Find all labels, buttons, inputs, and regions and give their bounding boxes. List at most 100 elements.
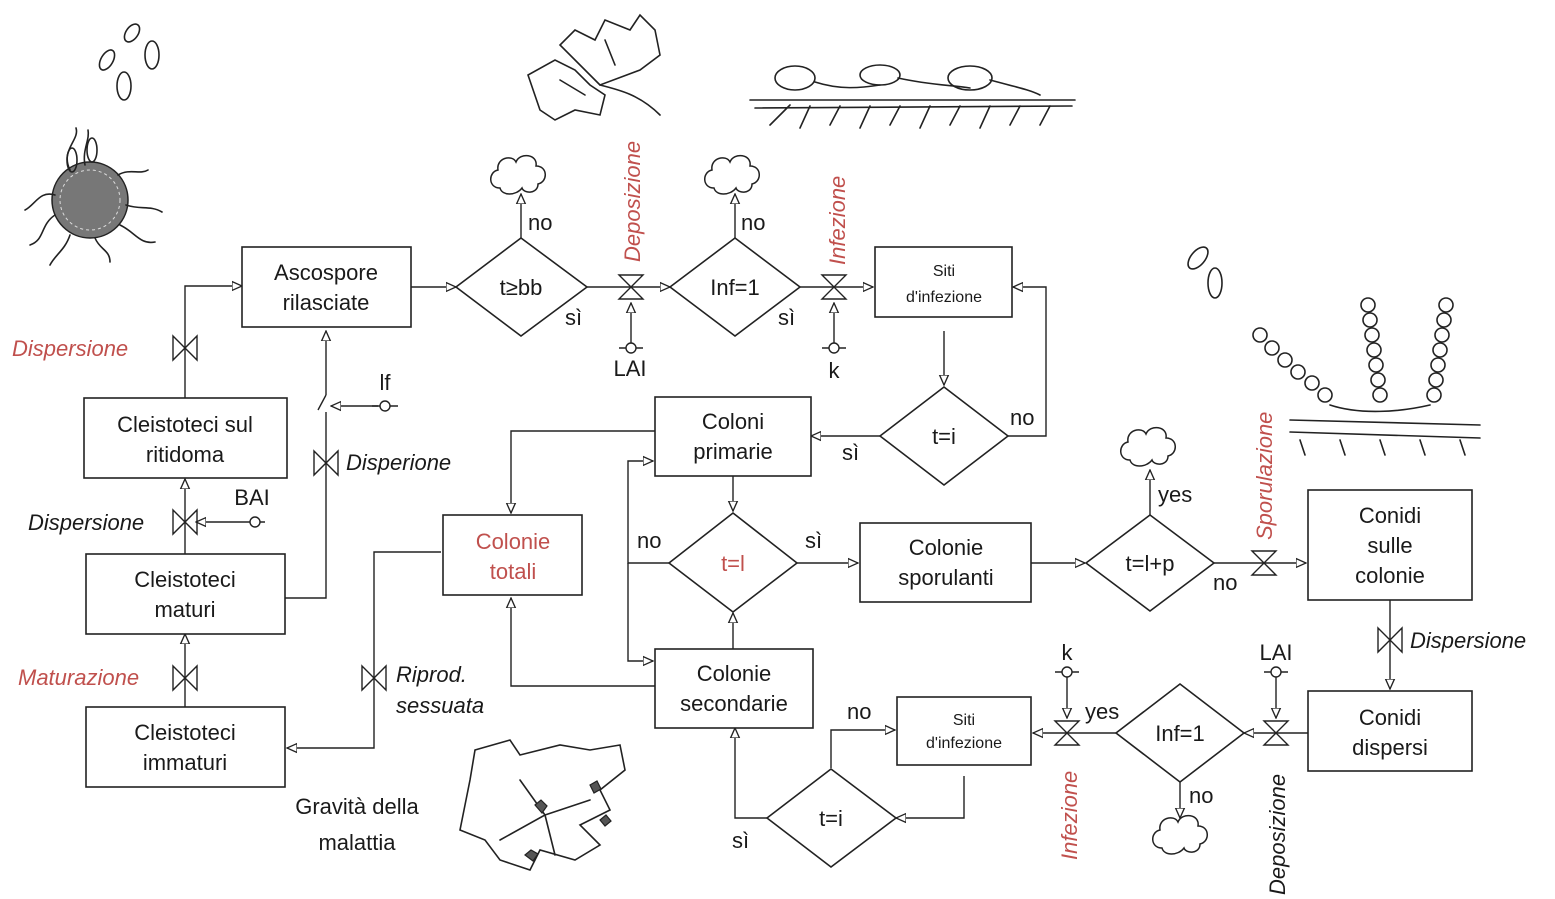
label-sporulazione: Sporulazione [1252, 412, 1277, 540]
node-ascospore: Ascospore rilasciate [241, 246, 412, 328]
edge-label-no: no [847, 699, 871, 724]
svg-text:Coloni: Coloni [702, 409, 764, 434]
svg-text:maturi: maturi [154, 597, 215, 622]
decision-bb: t≥bb [454, 237, 589, 337]
cloud-icon [1152, 814, 1208, 855]
cloud-icon [490, 154, 546, 195]
input-lf: lf [380, 370, 392, 395]
svg-text:Colonie: Colonie [909, 535, 984, 560]
cloud-icon [704, 154, 760, 195]
leaf-surface-sketch [749, 64, 1076, 129]
label-deposizione: Deposizione [1265, 774, 1290, 895]
input-bai: BAI [234, 485, 269, 510]
svg-text:d'infezione: d'infezione [926, 735, 1002, 752]
cleistothecium-sketch [24, 127, 163, 266]
edge-label-no: no [1010, 405, 1034, 430]
svg-text:rilasciate: rilasciate [283, 290, 370, 315]
svg-text:t=l+p: t=l+p [1126, 551, 1175, 576]
label-deposizione: Deposizione [620, 141, 645, 262]
node-conidi-colonie: Conidi sulle colonie [1307, 489, 1473, 601]
svg-text:colonie: colonie [1355, 563, 1425, 588]
svg-text:Colonie: Colonie [697, 661, 772, 686]
input-k: k [829, 358, 841, 383]
process-valves [172, 274, 1403, 746]
svg-text:d'infezione: d'infezione [906, 289, 982, 306]
edge-label-no: no [637, 528, 661, 553]
label-dispersione: Dispersione [12, 336, 128, 361]
svg-text:Conidi: Conidi [1359, 503, 1421, 528]
connectors [185, 194, 1390, 818]
process-labels: Dispersione Dispersione Maturazione Disp… [12, 141, 1526, 895]
label-riprod: Riprod. [396, 662, 467, 687]
input-k: k [1062, 640, 1074, 665]
input-lai: LAI [613, 356, 646, 381]
caption: Gravità della malattia [295, 794, 419, 855]
svg-text:Siti: Siti [953, 712, 975, 729]
edge-label-no: no [1189, 783, 1213, 808]
label-infezione: Infezione [1057, 771, 1082, 860]
decision-inf-top: Inf=1 [668, 236, 802, 338]
node-colonie-totali: Colonie totali [442, 514, 583, 596]
edge-label-no: no [528, 210, 552, 235]
svg-text:sporulanti: sporulanti [898, 565, 993, 590]
svg-text:ritidoma: ritidoma [146, 442, 225, 467]
node-cleistoteci-ritidoma: Cleistoteci sul ritidoma [83, 397, 288, 479]
node-conidi-dispersi: Conidi dispersi [1307, 690, 1473, 772]
svg-text:t=i: t=i [932, 424, 956, 449]
edge-label-yes: yes [1158, 482, 1192, 507]
svg-text:Cleistoteci: Cleistoteci [134, 567, 235, 592]
label-dispersione: Dispersione [1410, 628, 1526, 653]
node-siti-bottom: Siti d'infezione [896, 696, 1032, 766]
svg-text:Gravità della: Gravità della [295, 794, 419, 819]
svg-text:Colonie: Colonie [476, 529, 551, 554]
decision-inf-bottom: Inf=1 [1114, 682, 1246, 784]
node-colonie-sporulanti: Colonie sporulanti [859, 522, 1032, 603]
svg-text:Conidi: Conidi [1359, 705, 1421, 730]
input-lai: LAI [1259, 640, 1292, 665]
edge-label-yes: yes [1085, 699, 1119, 724]
edge-label-no: no [741, 210, 765, 235]
svg-text:Inf=1: Inf=1 [1155, 721, 1205, 746]
label-riprod: sessuata [396, 693, 484, 718]
svg-text:malattia: malattia [318, 830, 396, 855]
edge-label-si: sì [842, 440, 859, 465]
svg-text:t=l: t=l [721, 551, 745, 576]
svg-text:Inf=1: Inf=1 [710, 275, 760, 300]
conidia-sketch [1187, 246, 1223, 299]
node-cleistoteci-maturi: Cleistoteci maturi [85, 553, 286, 635]
svg-text:immaturi: immaturi [143, 750, 227, 775]
edge-label-si: sì [805, 528, 822, 553]
svg-text:t=i: t=i [819, 806, 843, 831]
decision-tlp: t=l+p [1084, 514, 1216, 612]
node-siti-top: Siti d'infezione [874, 246, 1013, 318]
node-colonie-secondarie: Colonie secondarie [654, 648, 814, 729]
edge-label-si: sì [732, 828, 749, 853]
input-labels: LAI k lf BAI LAI k [234, 356, 1292, 665]
edge-label-no: no [1213, 570, 1237, 595]
conidiophores-sketch [1252, 297, 1481, 456]
svg-text:Ascospore: Ascospore [274, 260, 378, 285]
label-disperione: Disperione [346, 450, 451, 475]
svg-text:totali: totali [490, 559, 536, 584]
svg-text:primarie: primarie [693, 439, 772, 464]
edge-label-si: sì [778, 305, 795, 330]
svg-text:Cleistoteci sul: Cleistoteci sul [117, 412, 253, 437]
ascospores-sketch [98, 23, 160, 101]
label-maturazione: Maturazione [18, 665, 139, 690]
svg-text:secondarie: secondarie [680, 691, 788, 716]
svg-text:Siti: Siti [933, 263, 955, 280]
svg-text:sulle: sulle [1367, 533, 1412, 558]
cloud-icon [1120, 426, 1176, 467]
svg-text:Cleistoteci: Cleistoteci [134, 720, 235, 745]
decision-tl: t=l [667, 511, 799, 614]
decision-ti-top: t=i [878, 385, 1010, 487]
node-cleistoteci-immaturi: Cleistoteci immaturi [85, 706, 286, 788]
label-dispersione: Dispersione [28, 510, 144, 535]
edge-label-si: sì [565, 305, 582, 330]
decision-ti-bottom: t=i [765, 767, 898, 869]
diseased-leaf-sketch [459, 739, 626, 871]
grape-leaf-sketch [527, 13, 661, 121]
node-coloni-primarie: Coloni primarie [654, 396, 812, 477]
svg-text:t≥bb: t≥bb [500, 275, 543, 300]
